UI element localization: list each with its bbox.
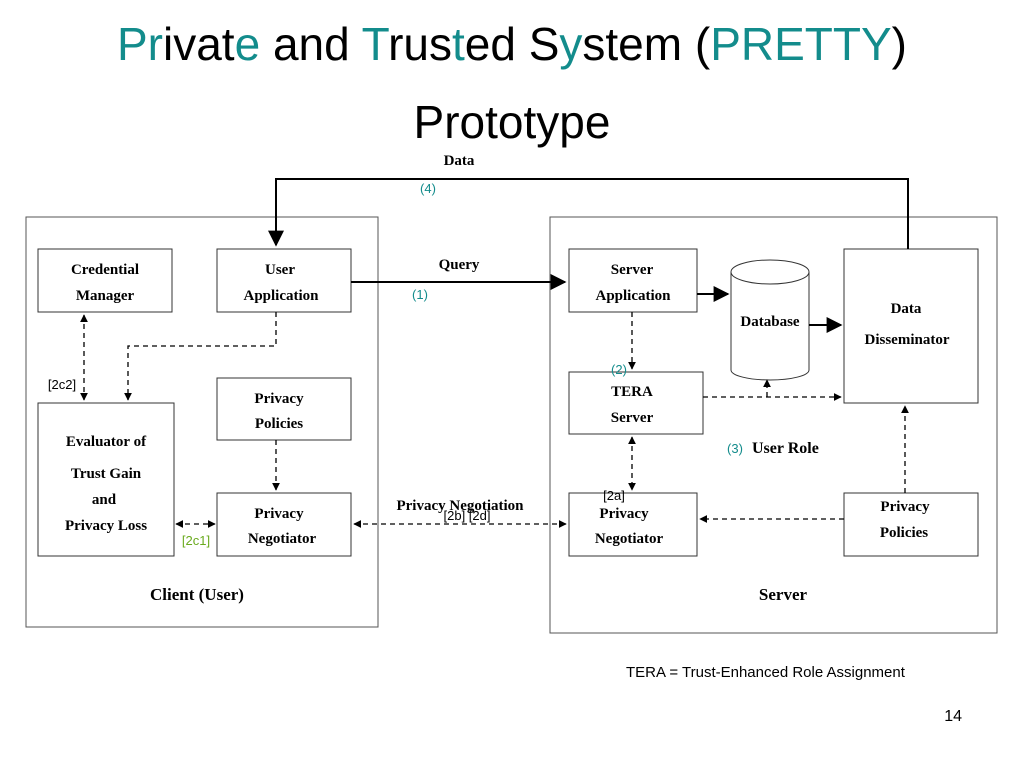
server-container-label: Server [759, 585, 808, 604]
server-application-label-1: Server [611, 262, 654, 278]
query-edge-label: Query [439, 257, 480, 273]
tera-footnote: TERA = Trust-Enhanced Role Assignment [626, 664, 905, 681]
client-container-label: Client (User) [150, 585, 244, 604]
database-cylinder [730, 259, 810, 381]
page-number: 14 [944, 708, 962, 725]
step-2a-label: [2a] [603, 488, 625, 503]
tera-server-box [568, 371, 704, 435]
server-privacy-negotiator-label-1: Privacy [599, 506, 649, 522]
server-privacy-policies-box [843, 492, 979, 557]
slide-title-line2: Prototype [413, 96, 611, 148]
data-disseminator-box [843, 248, 979, 404]
title-segment: PRETTY [710, 18, 892, 70]
evaluator-label-1: Evaluator of [66, 434, 147, 450]
server-privacy-policies-label-2: Policies [880, 525, 928, 541]
client-privacy-negotiator-label-2: Negotiator [248, 531, 317, 547]
client-privacy-negotiator-label-1: Privacy [254, 506, 304, 522]
title-segment: ) [891, 18, 907, 70]
credential-manager-label-2: Manager [76, 288, 135, 304]
step-2b-2d-label: [2b] [2d] [444, 508, 491, 523]
title-segment: ed S [464, 18, 560, 70]
step-2c2-label: [2c2] [48, 377, 76, 392]
database-label: Database [740, 314, 800, 330]
title-segment: e [234, 18, 261, 70]
step-2c1-label: [2c1] [182, 533, 210, 548]
step-2-label: (2) [611, 362, 627, 377]
evaluator-label-3: and [92, 492, 117, 508]
title-segment: t [451, 18, 465, 70]
server-privacy-negotiator-box [568, 492, 698, 557]
privacy-negotiation-edge-label: Privacy Negotiation [396, 498, 524, 514]
evaluator-label-2: Trust Gain [71, 466, 142, 482]
server-application-label-2: Application [595, 288, 671, 304]
credential-manager-box [37, 248, 173, 313]
title-segment: and [260, 18, 362, 70]
title-segment: T [361, 18, 389, 70]
slide-title: Private and Trusted System (PRETTY) [0, 16, 1024, 72]
title-segment: Pr [117, 18, 163, 70]
user-application-box [216, 248, 352, 313]
title-segment: ivat [163, 18, 235, 70]
step-4-label: (4) [420, 181, 436, 196]
credential-manager-label-1: Credential [71, 262, 139, 278]
data-disseminator-label-1: Data [891, 301, 922, 317]
evaluator-box [37, 402, 175, 557]
user-role-edge-label: User Role [752, 440, 819, 457]
server-application-box [568, 248, 698, 313]
tera-server-label-2: Server [611, 410, 654, 426]
title-segment: y [559, 18, 583, 70]
data-disseminator-label-2: Disseminator [865, 332, 950, 348]
client-privacy-policies-box [216, 377, 352, 441]
user-application-label-1: User [265, 262, 295, 278]
data-edge-label: Data [444, 153, 475, 169]
title-segment: stem ( [582, 18, 711, 70]
client-privacy-policies-label-2: Policies [255, 416, 303, 432]
evaluator-label-4: Privacy Loss [65, 518, 147, 534]
client-privacy-negotiator-box [216, 492, 352, 557]
server-privacy-negotiator-label-2: Negotiator [595, 531, 664, 547]
title-segment: rus [388, 18, 452, 70]
userapp-evaluator-arrow [124, 312, 277, 401]
tera-server-label-1: TERA [611, 384, 653, 400]
step-3-label: (3) [727, 441, 743, 456]
server-privacy-policies-label-1: Privacy [880, 499, 930, 515]
user-application-label-2: Application [243, 288, 319, 304]
data-flow-arrow [268, 178, 909, 249]
step-1-label: (1) [412, 287, 428, 302]
client-privacy-policies-label-1: Privacy [254, 391, 304, 407]
